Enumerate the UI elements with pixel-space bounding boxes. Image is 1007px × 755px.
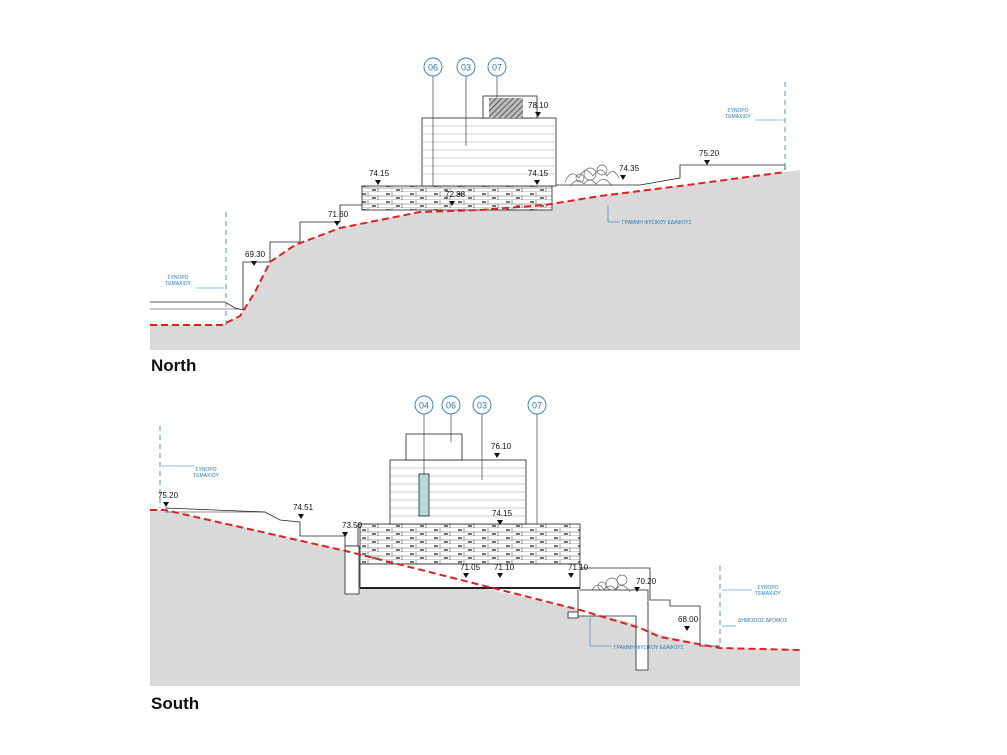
south-boundary-left-label-2: ΤΕΜΑΧΙΟΥ [193,473,219,479]
svg-text:04: 04 [419,401,429,411]
north-terrace-line [150,204,362,311]
svg-text:74.35: 74.35 [619,164,640,173]
south-natural-ground-line [150,509,801,651]
north-level-marker: 75.20 [699,149,720,165]
south-retaining-wall-left [344,545,360,595]
svg-text:68.00: 68.00 [678,615,699,624]
south-tag-04: 04 [414,395,434,415]
north-level-marker: 74.15 [369,169,390,185]
south-level-marker: 71.05 [460,563,481,578]
svg-text:03: 03 [461,63,471,73]
svg-text:06: 06 [428,63,438,73]
north-level-marker: 72.88 [445,190,466,206]
south-level-marker: 70.20 [634,577,657,592]
north-tag-03: 03 [456,57,476,77]
south-boundary-right-label: ΣΥΝΟΡΟ [757,585,778,591]
south-tag-07: 07 [527,395,547,415]
south-stone-base [359,523,581,565]
north-ground [150,170,800,350]
south-boundary-right-label-2: ΤΕΜΑΧΙΟΥ [755,591,781,597]
north-natural-ground-line [150,171,786,326]
south-shrubs [591,574,631,593]
south-left-terrace [164,507,372,547]
north-boundary-right-label: ΣΥΝΟΡΟ [727,108,748,114]
svg-text:71.05: 71.05 [460,563,481,572]
north-natural-ground-label: ΓΡΑΜΜΗ ΦΥΣΙΚΟΥ ΕΔΑΦΟΥΣ [622,220,692,226]
north-level-marker: 69.30 [245,250,266,266]
svg-text:06: 06 [446,401,456,411]
svg-text:07: 07 [492,63,502,73]
north-stone-base [361,185,553,211]
south-level-marker: 71.10 [568,563,589,578]
north-level-marker: 71.60 [328,210,349,226]
svg-text:74.15: 74.15 [369,169,390,178]
south-window [418,473,430,517]
svg-text:75.20: 75.20 [699,149,720,158]
north-boundary-left-label: ΣΥΝΟΡΟ [167,275,188,281]
south-tag-06: 06 [441,395,461,415]
svg-text:69.30: 69.30 [245,250,266,259]
north-shrubs [564,164,620,187]
north-level-marker: 74.35 [619,164,640,180]
north-roof-hatch [489,98,523,118]
south-level-marker: 68.00 [678,615,699,631]
south-boundary-left-label: ΣΥΝΟΡΟ [195,467,216,473]
svg-text:74.15: 74.15 [528,169,549,178]
north-level-marker: 78.10 [528,101,549,117]
south-level-marker: 75.20 [158,491,179,507]
south-level-marker: 74.15 [492,509,513,525]
svg-text:75.20: 75.20 [158,491,179,500]
north-level-marker: 74.15 [528,169,549,185]
south-level-marker: 74.51 [293,503,314,519]
svg-text:74.51: 74.51 [293,503,314,512]
svg-text:76.10: 76.10 [491,442,512,451]
svg-text:71.10: 71.10 [494,563,515,572]
svg-text:73.50: 73.50 [342,521,363,530]
south-public-road-label: ΔΗΜΟΣΙΟΣ ΔΡΟΜΟΣ [738,618,787,624]
north-tag-06: 06 [423,57,443,77]
north-section-title: North [151,356,197,375]
south-tag-03: 03 [472,395,492,415]
svg-text:70.20: 70.20 [636,577,657,586]
north-boundary-right-label-2: ΤΕΜΑΧΙΟΥ [725,114,751,120]
svg-text:78.10: 78.10 [528,101,549,110]
north-section: 06 03 07 78.10 74.15 72.88 74.15 74.35 [150,57,800,350]
south-level-marker: 71.10 [494,563,515,578]
svg-text:71.60: 71.60 [328,210,349,219]
south-section: 04 06 03 07 76.10 74.15 75.20 74.51 [150,395,801,686]
south-level-marker: 73.50 [342,521,363,537]
south-lower-right-structure [580,567,720,647]
svg-text:03: 03 [477,401,487,411]
north-boundary-left-label-2: ΤΕΜΑΧΙΟΥ [165,281,191,287]
south-level-marker: 76.10 [491,442,512,458]
svg-text:72.88: 72.88 [445,190,466,199]
north-tag-07: 07 [487,57,507,77]
svg-text:71.10: 71.10 [568,563,589,572]
south-roof-element [405,433,463,461]
south-natural-ground-label: ΓΡΑΜΜΗ ΦΥΣΙΚΟΥ ΕΔΑΦΟΥΣ [614,645,684,651]
svg-text:07: 07 [532,401,542,411]
svg-text:74.15: 74.15 [492,509,513,518]
south-section-title: South [151,694,200,713]
